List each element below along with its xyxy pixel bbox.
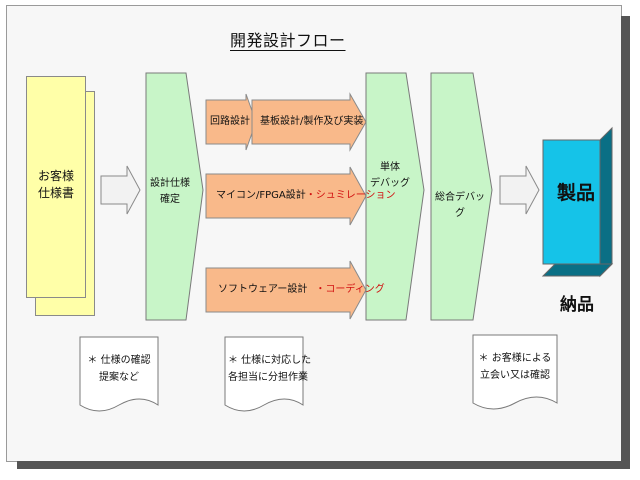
- circuit-design-arrow: [205, 93, 257, 151]
- note-1-line2: 提案など: [99, 372, 139, 383]
- software-design-suffix: ・コーディング: [315, 284, 385, 295]
- product-cube-side: [599, 126, 613, 278]
- product-cube-bottom: [541, 263, 614, 277]
- unit-debug-box: [365, 72, 425, 321]
- note-doc-2: [224, 336, 304, 412]
- note-doc-1: [79, 336, 159, 412]
- micon-design-label: マイコン/FPGA設計・シュミレーション: [216, 189, 396, 203]
- unit-debug-line2: デバッグ: [370, 178, 410, 189]
- micon-design-suffix: ・シュミレーション: [305, 190, 396, 201]
- software-design-arrow: [205, 260, 367, 320]
- spec-confirm-line1: 設計仕様: [150, 178, 190, 189]
- product-cube-front: [542, 139, 601, 265]
- micon-design-arrow: [205, 166, 367, 226]
- slide-shadow-right: [621, 16, 630, 469]
- note-1-line1: ＊ 仕様の確認: [87, 355, 151, 366]
- system-debug-box: [430, 72, 493, 321]
- customer-spec-label: お客様 仕様書: [30, 168, 82, 202]
- customer-spec-line2: 仕様書: [37, 186, 74, 200]
- note-text-2: ＊ 仕様に対応した 各担当に分担作業: [228, 352, 312, 386]
- note-3-line2: 立会い又は確認: [480, 370, 550, 381]
- circuit-design-label: 回路設計: [210, 116, 250, 127]
- note-text-3: ＊ お客様による 立会い又は確認: [477, 350, 553, 384]
- product-label: 製品: [557, 182, 596, 204]
- spec-confirm-box: [145, 72, 204, 321]
- software-design-prefix: ソフトウェアー設計: [218, 284, 308, 295]
- unit-debug-label: 単体 デバッグ: [366, 160, 414, 192]
- flow-arrow-1: [100, 165, 141, 215]
- note-2-line1: ＊ 仕様に対応した: [228, 355, 312, 366]
- note-text-1: ＊ 仕様の確認 提案など: [84, 352, 154, 386]
- software-design-label: ソフトウェアー設計・コーディング: [218, 283, 385, 297]
- customer-spec-line1: お客様: [37, 169, 74, 183]
- unit-debug-line1: 単体: [380, 162, 400, 173]
- board-design-arrow: [251, 92, 367, 152]
- spec-confirm-label: 設計仕様 確定: [148, 176, 192, 208]
- system-debug-label: 総合デバッグ: [435, 192, 485, 219]
- flow-arrow-2: [499, 165, 540, 215]
- board-design-label: 基板設計/製作及び実装: [260, 116, 364, 127]
- note-3-line1: ＊ お客様による: [478, 353, 552, 364]
- page-title: 開発設計フロー: [230, 31, 346, 50]
- micon-design-prefix: マイコン/FPGA設計: [216, 190, 306, 201]
- customer-spec-doc: [26, 76, 86, 298]
- delivery-label: 納品: [560, 295, 594, 315]
- spec-confirm-line2: 確定: [160, 194, 180, 205]
- slide-shadow-bottom: [17, 461, 630, 469]
- note-2-line2: 各担当に分担作業: [228, 372, 308, 383]
- note-doc-3: [472, 334, 558, 410]
